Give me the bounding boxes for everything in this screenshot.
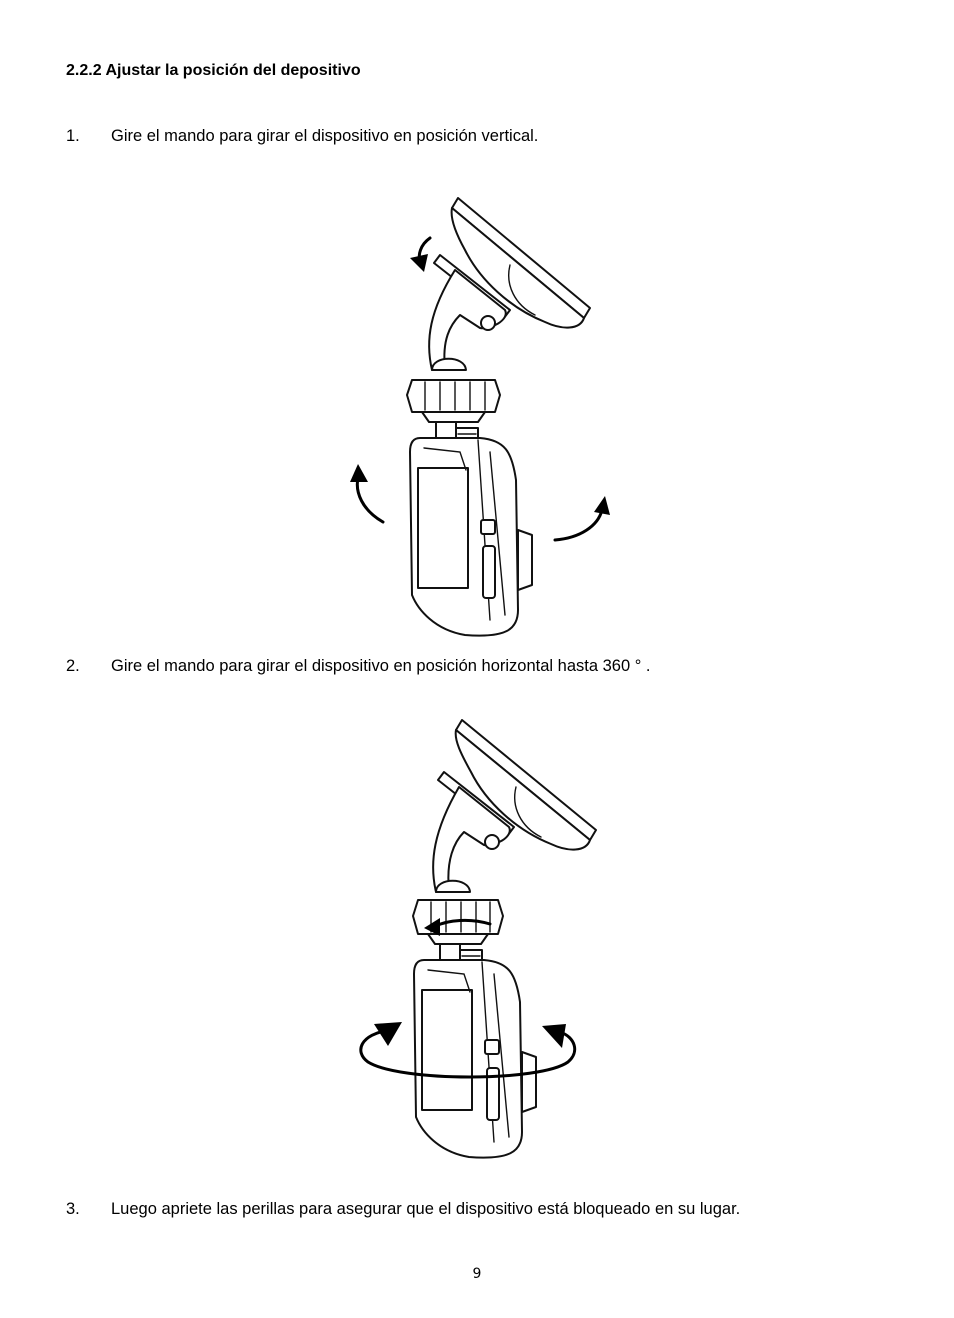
suction-mount-illustration-2 [412,719,597,1159]
figure-horizontal-rotation [359,719,597,1159]
knob-rotate-arrow-icon [424,918,440,936]
step-3-number: 3. [66,1200,80,1218]
section-heading: 2.2.2 Ajustar la posición del depositivo [66,62,361,79]
step-1-text: Gire el mando para girar el dispositivo … [111,127,539,145]
suction-mount-illustration [406,197,591,637]
rotate-arrow-right-icon [594,496,610,515]
step-1-number: 1. [66,127,80,145]
figure-vertical-rotation [350,197,610,637]
page-number: 9 [472,1266,482,1282]
rotation-arrows [350,236,610,542]
step-2-text: Gire el mando para girar el dispositivo … [111,657,651,675]
step-3-text: Luego apriete las perillas para asegurar… [111,1200,741,1218]
rotation-arrows-2 [359,918,577,1079]
rotate-360-left-arrow-icon [374,1022,402,1046]
step-2-number: 2. [66,657,80,675]
rotate-arrow-top-icon [410,254,428,272]
rotate-arrow-left-icon [350,464,368,482]
rotate-360-right-arrow-icon [542,1024,566,1048]
